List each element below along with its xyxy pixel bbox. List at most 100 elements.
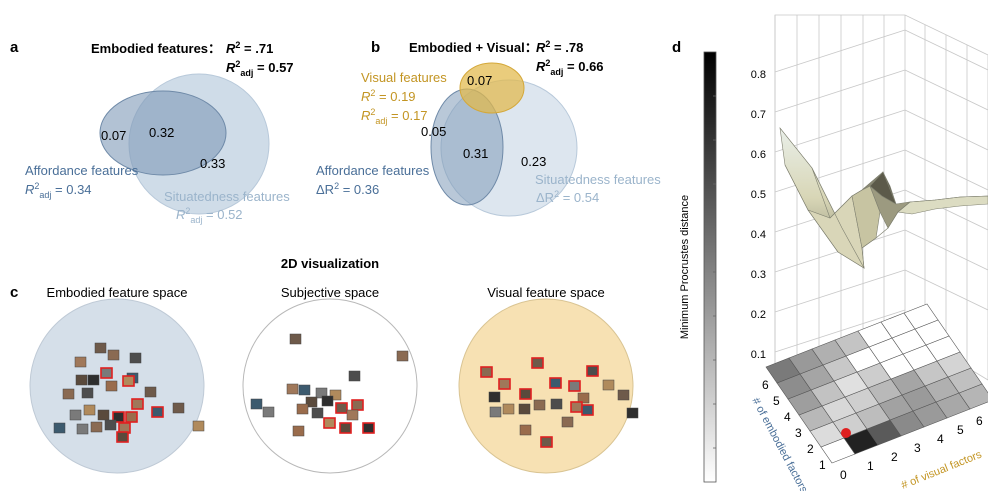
visual-r2-b: R2 = 0.19 bbox=[361, 88, 416, 104]
highlighted-image-thumbnail bbox=[131, 398, 144, 410]
only-situatedness-value-b: 0.23 bbox=[521, 154, 546, 169]
visual-ellipse-b bbox=[459, 62, 525, 114]
image-thumbnail bbox=[550, 398, 563, 410]
image-thumbnail bbox=[396, 350, 409, 362]
panel-c-heading: 2D visualization bbox=[281, 256, 379, 271]
image-thumbnail bbox=[311, 407, 324, 419]
svg-text:4: 4 bbox=[784, 410, 791, 424]
situatedness-label-a: Situatedness features bbox=[164, 189, 290, 204]
image-thumbnail bbox=[81, 387, 94, 399]
image-thumbnail bbox=[502, 403, 515, 415]
image-thumbnail bbox=[53, 422, 66, 434]
highlighted-image-thumbnail bbox=[519, 388, 532, 400]
colorbar-ticks bbox=[713, 95, 716, 449]
svg-text:0.6: 0.6 bbox=[751, 149, 766, 161]
visual-space-circle bbox=[458, 298, 634, 474]
image-thumbnail bbox=[626, 407, 639, 419]
svg-text:5: 5 bbox=[957, 423, 964, 437]
image-thumbnail bbox=[489, 406, 502, 418]
image-thumbnail bbox=[69, 409, 82, 421]
image-thumbnail bbox=[192, 420, 205, 432]
procrustes-surface bbox=[779, 126, 988, 269]
highlighted-image-thumbnail bbox=[339, 422, 352, 434]
svg-text:0: 0 bbox=[840, 468, 847, 482]
image-thumbnail bbox=[105, 380, 118, 392]
panel-a-heading: Embodied features： bbox=[91, 41, 221, 56]
minimum-marker bbox=[841, 428, 851, 438]
panel-a-r2adj: R2adj = 0.57 bbox=[226, 59, 294, 78]
panel-b-letter: b bbox=[371, 39, 380, 56]
colorbar bbox=[703, 51, 717, 483]
shared-value-b: 0.31 bbox=[463, 146, 488, 161]
affordance-stat-b: ΔR2 = 0.36 bbox=[316, 181, 379, 197]
image-thumbnail bbox=[488, 391, 501, 403]
x-axis-label: # of visual factors bbox=[900, 448, 984, 491]
svg-text:6: 6 bbox=[762, 378, 769, 392]
highlighted-image-thumbnail bbox=[125, 411, 138, 423]
svg-text:1: 1 bbox=[867, 459, 874, 473]
image-thumbnail bbox=[62, 388, 75, 400]
y-tick-labels: 1 2 3 4 5 6 bbox=[762, 378, 826, 472]
image-thumbnail bbox=[561, 416, 574, 428]
visual-only-value-b: 0.07 bbox=[467, 73, 492, 88]
highlighted-image-thumbnail bbox=[351, 399, 364, 411]
image-thumbnail bbox=[329, 389, 342, 401]
image-thumbnail bbox=[518, 403, 531, 415]
highlighted-image-thumbnail bbox=[586, 365, 599, 377]
panel-c: c 2D visualization Embodied feature spac… bbox=[10, 256, 639, 474]
space-title-subjective: Subjective space bbox=[281, 285, 379, 300]
panel-d: d Minimum Procrustes distance bbox=[672, 14, 988, 491]
image-thumbnail bbox=[533, 399, 546, 411]
image-thumbnail bbox=[296, 403, 309, 415]
image-thumbnail bbox=[74, 356, 87, 368]
image-thumbnail bbox=[172, 402, 185, 414]
panel-d-letter: d bbox=[672, 39, 681, 56]
image-thumbnail bbox=[346, 409, 359, 421]
image-thumbnail bbox=[289, 333, 302, 345]
highlighted-image-thumbnail bbox=[100, 367, 113, 379]
shared-value-a: 0.32 bbox=[149, 125, 174, 140]
situatedness-stat-b: ΔR2 = 0.54 bbox=[536, 189, 599, 205]
only-affordance-value-a: 0.07 bbox=[101, 128, 126, 143]
image-thumbnail bbox=[577, 392, 590, 404]
embodied-space-thumbnails bbox=[53, 342, 205, 443]
highlighted-image-thumbnail bbox=[570, 401, 583, 413]
highlighted-image-thumbnail bbox=[581, 404, 594, 416]
svg-text:5: 5 bbox=[773, 394, 780, 408]
image-thumbnail bbox=[321, 395, 334, 407]
space-title-visual: Visual feature space bbox=[487, 285, 605, 300]
image-thumbnail bbox=[129, 352, 142, 364]
highlighted-image-thumbnail bbox=[335, 402, 348, 414]
svg-text:0.1: 0.1 bbox=[751, 349, 766, 361]
highlighted-image-thumbnail bbox=[362, 422, 375, 434]
situatedness-label-b: Situatedness features bbox=[535, 172, 661, 187]
panel-b-heading: Embodied + Visual： bbox=[409, 40, 538, 55]
image-thumbnail bbox=[104, 419, 117, 431]
highlighted-image-thumbnail bbox=[540, 436, 553, 448]
image-thumbnail bbox=[144, 386, 157, 398]
image-thumbnail bbox=[298, 384, 311, 396]
only-affordance-value-b: 0.05 bbox=[421, 124, 446, 139]
svg-text:3: 3 bbox=[795, 426, 802, 440]
panel-c-letter: c bbox=[10, 284, 18, 301]
svg-text:0.4: 0.4 bbox=[751, 229, 766, 241]
svg-text:0.8: 0.8 bbox=[751, 69, 766, 81]
svg-text:0.2: 0.2 bbox=[751, 309, 766, 321]
panel-a-r2: R2 = .71 bbox=[226, 40, 273, 56]
highlighted-image-thumbnail bbox=[568, 380, 581, 392]
image-thumbnail bbox=[286, 383, 299, 395]
highlighted-image-thumbnail bbox=[531, 357, 544, 369]
panel-b-r2adj: R2adj = 0.66 bbox=[536, 58, 604, 77]
image-thumbnail bbox=[90, 421, 103, 433]
panel-a: a Embodied features： R2 = .71 R2adj = 0.… bbox=[10, 39, 294, 225]
colorbar-label: Minimum Procrustes distance bbox=[679, 195, 691, 339]
image-thumbnail bbox=[602, 379, 615, 391]
affordance-label-a: Affordance features bbox=[25, 163, 139, 178]
svg-text:0.7: 0.7 bbox=[751, 109, 766, 121]
situatedness-stat-a: R2adj = 0.52 bbox=[176, 206, 243, 225]
image-thumbnail bbox=[519, 424, 532, 436]
highlighted-image-thumbnail bbox=[498, 378, 511, 390]
image-thumbnail bbox=[87, 374, 100, 386]
affordance-label-b: Affordance features bbox=[316, 163, 430, 178]
image-thumbnail bbox=[94, 342, 107, 354]
